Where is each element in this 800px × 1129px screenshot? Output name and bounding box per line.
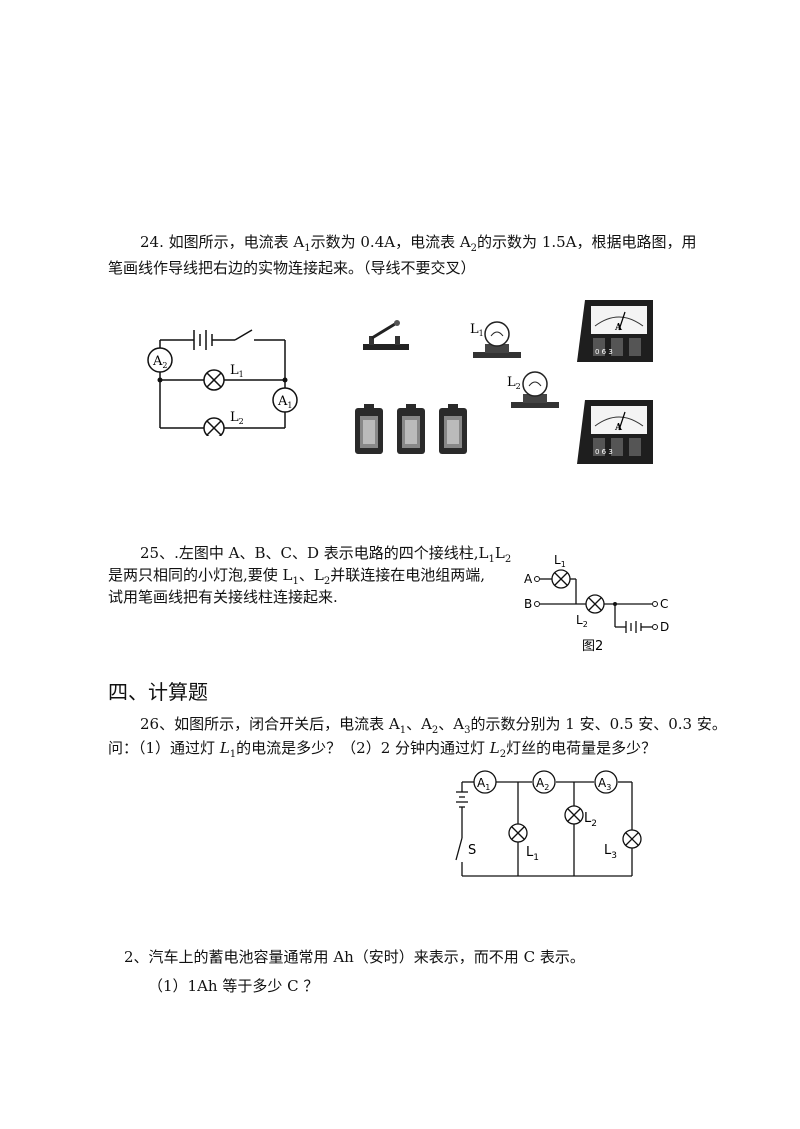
a1-label: A1 [277,394,292,410]
real-l2-label: L2 [507,375,521,391]
q26-l3-label: L3 [604,843,617,861]
q25-text-b: L [494,544,505,562]
section-title: 四、计算题 [108,680,208,704]
q24-text-c: 的示数为 1.5A，根据电路图，用 [477,233,697,251]
terminal-d-label: D [660,620,669,634]
q26-l1-sub: 1 [229,749,237,760]
q25-l2-label: L2 [576,613,588,629]
q25-circuit-figure: A B C D L1 L2 图2 [524,553,669,654]
q26-sub-3: 3 [464,725,471,736]
ammeter-device-icon-1 [577,300,653,362]
q2-line2: （1）1Ah 等于多少 C ？ [148,977,319,995]
q25-sub-1: 1 [488,554,495,565]
ammeter-letter-1: A [614,323,623,333]
q26-text-d: 的示数分别为 1 安、0.5 安、0.3 安。 [470,715,727,733]
q25-line2: 是两只相同的小灯泡,要使 L1、L2并联连接在电池组两端, [108,564,485,593]
q24-line1: 24. 如图所示，电流表 A1示数为 0.4A，电流表 A2的示数为 1.5A，… [140,231,697,260]
real-l1-label: L1 [470,322,484,338]
lamp-l2-symbol [203,417,225,436]
q26-l2: L [489,739,500,757]
q24-text-b: 示数为 0.4A，电流表 A [310,233,471,251]
q25-sub-2: 2 [504,554,512,565]
a2-label: A2 [152,354,167,370]
q26-l2-label: L2 [584,811,597,829]
terminal-c-label: C [660,597,668,611]
q25-text-e: 并联连接在电池组两端, [330,566,485,584]
bulb-l1-icon [473,321,521,358]
ammeter-scale-1: 0 6 3 [595,348,613,356]
q26-text-g: 灯丝的电荷量是多少？ [506,739,657,757]
q26-a3-label: A3 [598,776,611,792]
figure-2-caption: 图2 [582,639,603,654]
q25-line1: 25、.左图中 A、B、C、D 表示电路的四个接线柱,L1L2 [140,542,511,571]
ammeter-a1-symbol [272,387,298,413]
ammeter-letter-2: A [614,423,623,433]
knife-switch-icon [363,320,409,350]
q26-l2-sub: 2 [499,749,507,760]
switch-s-label: S [468,843,476,858]
q24-sub-a2: 2 [470,243,478,254]
ammeter-device-icon-2 [577,400,653,464]
q25-line3: 试用笔画线把有关接线柱连接起来. [108,588,338,606]
q25-sub-4: 2 [323,576,331,587]
q26-text-b: 、A [406,715,432,733]
q24-components-picture: L1 L2 A 0 6 3 A 0 6 3 [355,300,653,464]
bulb-l2-icon [511,371,559,408]
terminal-b-label: B [524,597,532,611]
q25-text-d: 、L [298,566,324,584]
q26-text-a: 26、如图所示，闭合开关后，电流表 A [140,715,400,733]
q25-text-c: 是两只相同的小灯泡,要使 L [108,566,293,584]
q26-l1: L [219,739,230,757]
q26-line2: 问：（1）通过灯 L1的电流是多少？（2）2 分钟内通过灯 L2灯丝的电荷量是多… [108,737,656,766]
ammeter-a2-symbol [147,347,173,373]
q26-line1: 26、如图所示，闭合开关后，电流表 A1、A2、A3的示数分别为 1 安、0.5… [140,713,727,742]
battery-icon-3 [439,404,467,454]
q26-sub-1: 1 [399,725,407,736]
q25-sub-3: 1 [292,576,299,587]
q26-sub-2: 2 [431,725,439,736]
q2-line1: 2、汽车上的蓄电池容量通常用 Ah（安时）来表示，而不用 C 表示。 [124,948,585,966]
q26-text-c: 、A [438,715,465,733]
l1-label: L1 [230,363,244,379]
q24-circuit-diagram: A2 A1 L1 L2 [147,329,298,436]
terminal-a-label: A [524,572,533,586]
l2-label: L2 [230,410,244,426]
q24-sub-a1: 1 [304,243,311,254]
q26-text-f: 的电流是多少？（2）2 分钟内通过灯 [236,739,490,757]
battery-icon-2 [397,404,425,454]
battery-icon-1 [355,404,383,454]
lamp-l1-symbol [203,369,225,391]
q26-a1-label: A1 [477,776,490,792]
q26-a2-label: A2 [536,776,549,792]
q24-line2: 笔画线作导线把右边的实物连接起来。（导线不要交叉） [108,259,476,277]
q25-l1-label: L1 [554,553,566,569]
q26-text-e: 问：（1）通过灯 [108,739,220,757]
ammeter-scale-2: 0 6 3 [595,448,613,456]
q25-text-a: 25、.左图中 A、B、C、D 表示电路的四个接线柱,L [140,544,489,562]
q24-text-a: 24. 如图所示，电流表 A [140,233,305,251]
q26-circuit-diagram: A1 A2 A3 L1 L2 L3 S [455,770,642,877]
q26-l1-label: L1 [526,845,539,863]
